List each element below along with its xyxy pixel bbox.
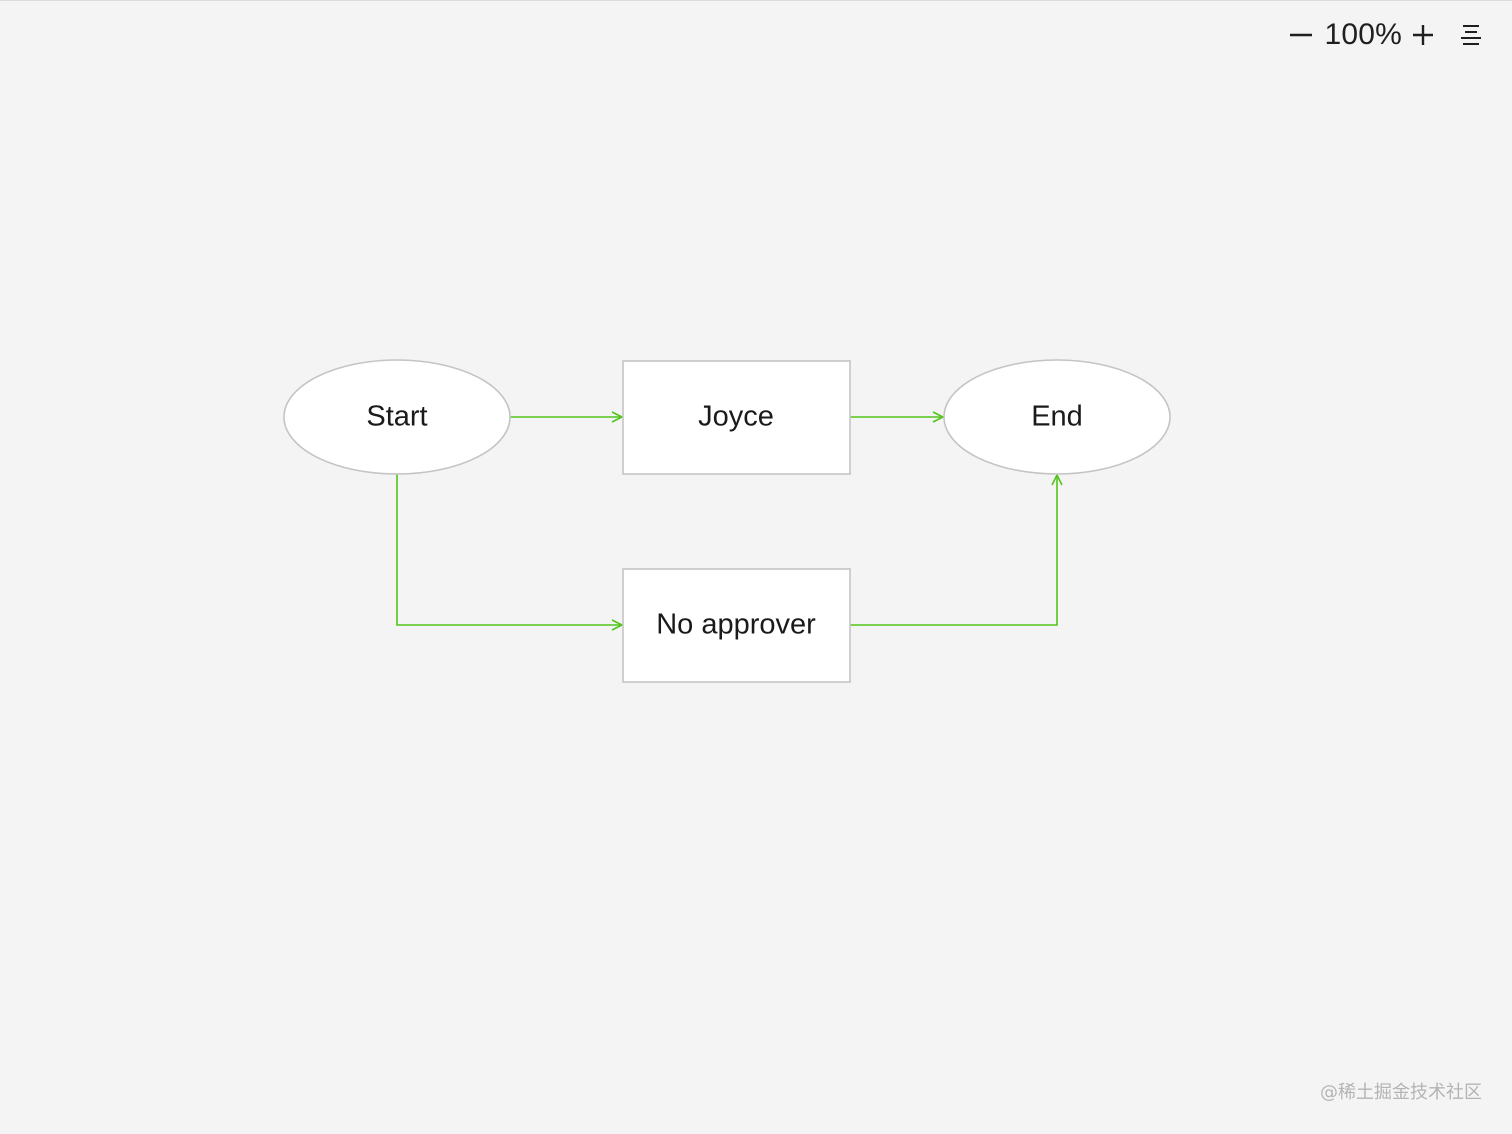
- zoom-level: 100%: [1324, 18, 1402, 51]
- node-start-shape: [283, 359, 511, 475]
- fit-view-button[interactable]: [1456, 17, 1486, 53]
- node-no-approver[interactable]: No approver: [622, 568, 851, 683]
- zoom-out-button[interactable]: [1286, 17, 1316, 53]
- align-center-icon: [1461, 25, 1481, 45]
- edge-start-no-approver[interactable]: [396, 474, 622, 625]
- edge-no-approver-end[interactable]: [850, 475, 1057, 626]
- node-joyce-label: Joyce: [698, 401, 774, 433]
- node-joyce[interactable]: Joyce: [622, 360, 851, 475]
- node-end[interactable]: End: [943, 359, 1171, 475]
- edges: [396, 417, 1057, 626]
- zoom-in-button[interactable]: [1408, 17, 1438, 53]
- node-end-label: End: [1031, 401, 1083, 433]
- node-end-shape: [943, 359, 1171, 475]
- minus-icon: [1290, 33, 1313, 37]
- watermark: @稀土掘金技术社区: [1320, 1082, 1482, 1103]
- node-start[interactable]: Start: [283, 359, 511, 475]
- node-start-label: Start: [366, 401, 427, 433]
- zoom-toolbar: 100%: [1286, 15, 1486, 55]
- plus-icon: [1413, 25, 1433, 45]
- node-no-approver-label: No approver: [656, 609, 816, 641]
- node-no-approver-shape: [622, 568, 851, 683]
- node-joyce-shape: [622, 360, 851, 475]
